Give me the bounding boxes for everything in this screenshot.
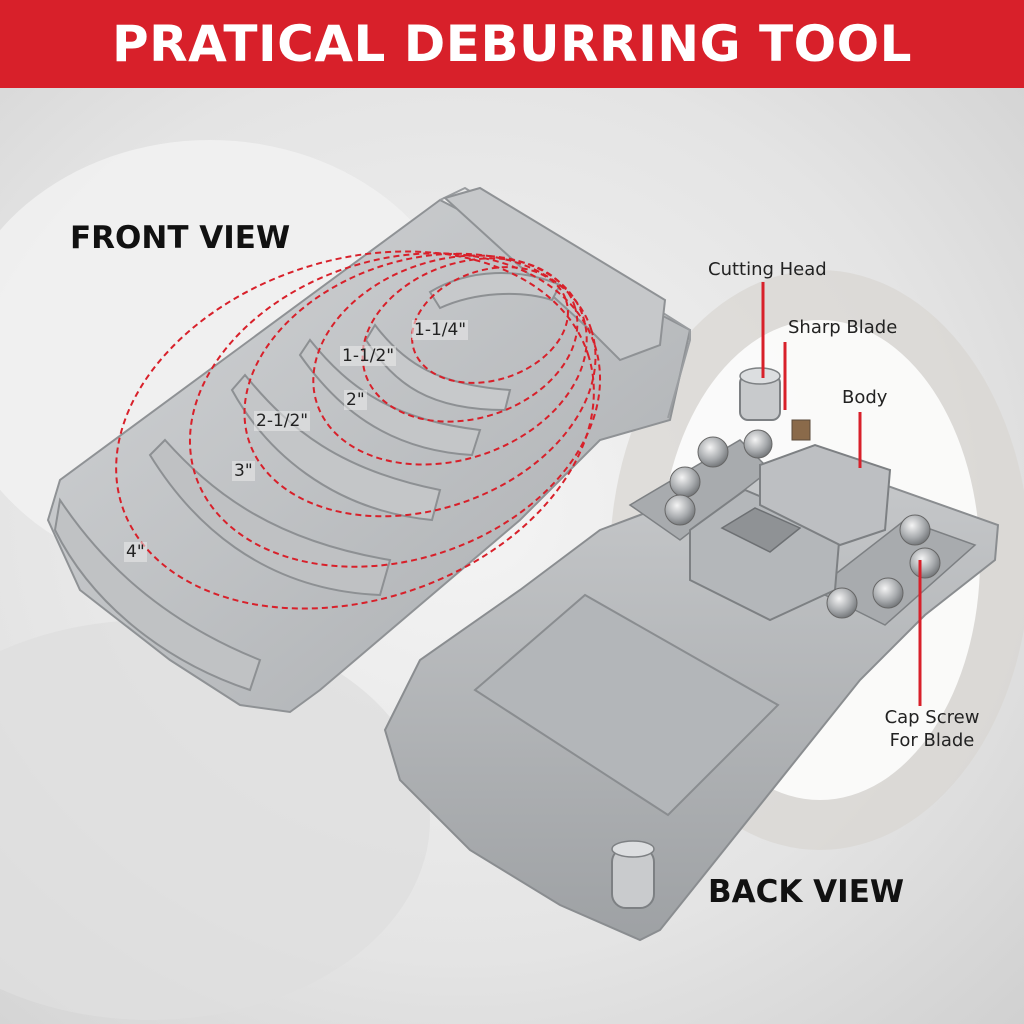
back-view-label: BACK VIEW (708, 874, 905, 910)
size-label-2-1-2: 2-1/2" (254, 411, 311, 431)
callout-cap-screw-line1: Cap Screw (884, 707, 980, 728)
product-photo: FRONT VIEW BACK VIEW 1-1/4" 1-1/2" 2" 2-… (0, 88, 1024, 1024)
banner-title: PRATICAL DEBURRING TOOL (111, 15, 913, 73)
callout-sharp-blade: Sharp Blade (788, 317, 898, 338)
front-view-label: FRONT VIEW (70, 220, 291, 256)
callout-cutting-head: Cutting Head (708, 259, 827, 280)
size-label-2: 2" (344, 390, 367, 410)
callout-body: Body (842, 387, 888, 408)
size-label-4: 4" (124, 542, 147, 562)
size-label-1-1-4: 1-1/4" (412, 320, 469, 340)
cap-screws (664, 429, 941, 619)
callout-cap-screw: Cap Screw For Blade (880, 706, 984, 752)
size-label-1-1-2: 1-1/2" (340, 346, 397, 366)
size-label-3: 3" (232, 461, 255, 481)
glove-blur-lower (0, 620, 430, 1020)
callout-cap-screw-line2: For Blade (889, 730, 975, 751)
front-view-tool (46, 186, 692, 714)
photo-illustration (0, 88, 1024, 1024)
title-banner: PRATICAL DEBURRING TOOL (0, 0, 1024, 88)
callout-lines (761, 282, 922, 706)
